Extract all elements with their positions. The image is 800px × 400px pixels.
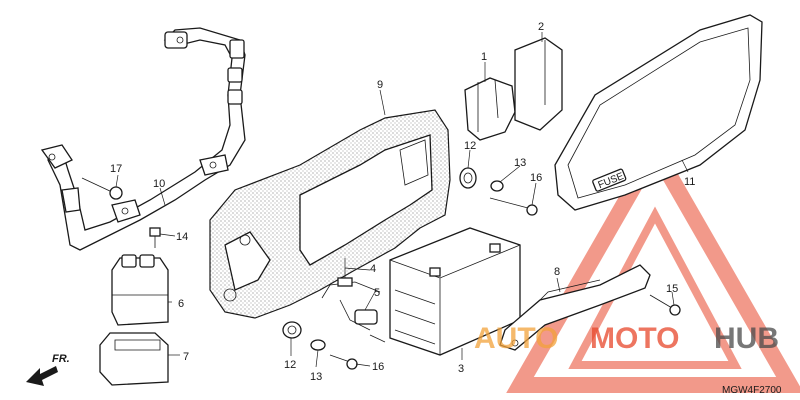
part-13-collar-upper [490, 180, 504, 192]
callout-labels: 1 2 3 4 5 6 7 8 9 10 11 12 12 13 13 14 1… [110, 21, 695, 383]
part-17-bolt [81, 177, 123, 200]
part-10-bracket [40, 27, 246, 251]
callout-8: 8 [554, 266, 560, 278]
callout-15: 15 [666, 283, 678, 295]
callout-12-upper: 12 [464, 140, 476, 152]
callout-17: 17 [110, 163, 122, 175]
callout-6: 6 [178, 298, 184, 310]
part-11-fuse-cover: FUSE [554, 14, 763, 211]
part-6-starter-relay [111, 254, 169, 326]
part-2-module [514, 37, 563, 131]
callout-11: 11 [684, 176, 695, 188]
part-8-bracket [499, 264, 651, 351]
callout-12-lower: 12 [284, 359, 296, 371]
part-16-bolt-lower [329, 354, 358, 370]
part-7-relay-cover [99, 332, 169, 386]
part-12-grommet-upper [459, 167, 477, 189]
callout-10: 10 [153, 178, 165, 190]
part-14-bolt [149, 227, 161, 248]
callout-16-lower: 16 [372, 361, 384, 373]
part-13-collar-lower [310, 339, 326, 351]
part-9-battery-box [209, 109, 451, 319]
part-3-battery [389, 227, 521, 356]
callout-1: 1 [481, 51, 487, 63]
callout-7: 7 [183, 351, 189, 363]
watermark-text: AUTO MOTO HUB [474, 322, 779, 355]
part-16-bolt-upper [489, 197, 538, 216]
diagram-code: MGW4F2700 [722, 385, 782, 396]
callout-13-lower: 13 [310, 371, 322, 383]
callout-2: 2 [538, 21, 544, 33]
front-direction-arrow: FR. [26, 353, 70, 386]
callout-9: 9 [377, 79, 383, 91]
part-15-bolt [649, 294, 681, 316]
callout-13-upper: 13 [514, 157, 526, 169]
watermark-auto: AUTO [474, 322, 558, 355]
watermark-moto: MOTO [590, 322, 679, 355]
callout-14: 14 [176, 231, 188, 243]
watermark-hub: HUB [714, 322, 779, 355]
callout-4: 4 [370, 263, 376, 275]
callout-16-upper: 16 [530, 172, 542, 184]
front-direction-label: FR. [52, 353, 70, 365]
callout-5: 5 [374, 287, 380, 299]
leader-lines [115, 32, 689, 368]
part-1-fuse-holder [464, 77, 516, 141]
callout-3: 3 [458, 363, 464, 375]
part-12-grommet-lower [282, 321, 302, 339]
